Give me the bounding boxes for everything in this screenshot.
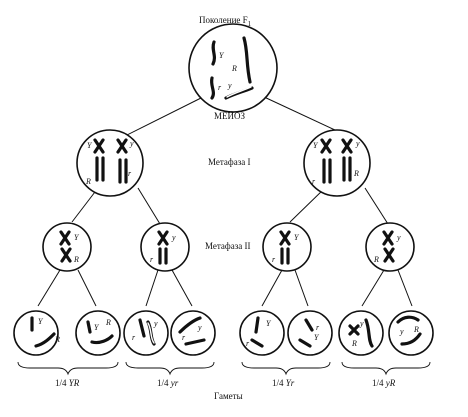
g6-label-r: r [316, 323, 320, 332]
generation-f1-label: Поколение F1 [199, 15, 252, 28]
g3-label-y: y [153, 319, 158, 328]
g2-label-R: R [105, 318, 111, 327]
gamete-group-3: 1/4 Yr [272, 378, 295, 388]
g1-label-R: R [54, 335, 60, 344]
f1-label-Y: Y [219, 51, 225, 60]
g8-label-y: y [399, 327, 404, 336]
f1-label-R: R [231, 64, 237, 73]
gamete-5: Y r [239, 310, 285, 356]
gametes-label: Гаметы [214, 391, 243, 401]
cell-f1: Y R r y [188, 23, 278, 113]
m2d-label-y: y [396, 233, 401, 242]
g7-label-y: y [359, 319, 364, 328]
gamete-2: Y R [75, 310, 121, 356]
g2-label-Y: Y [94, 323, 100, 332]
cell-metaphase1-left: Y y R r [76, 129, 144, 197]
m2a-label-Y: Y [74, 233, 80, 242]
m1l-label-R: R [85, 177, 91, 186]
cell-metaphase2-4: y R [365, 222, 415, 272]
cell-metaphase2-1: Y R [42, 222, 92, 272]
tree-edges [37, 95, 413, 307]
cell-metaphase2-3: Y r [262, 222, 312, 272]
g5-label-r: r [246, 339, 250, 348]
m2b-label-y: y [171, 233, 176, 242]
metaphase-1-label: Метафаза I [208, 157, 251, 167]
gamete-group-2: 1/4 yr [157, 378, 179, 388]
g1-label-Y: Y [38, 317, 44, 326]
meiosis-label: МЕЙОЗ [214, 111, 246, 121]
m1r-label-r: r [312, 177, 316, 186]
m1l-label-y: y [129, 139, 134, 148]
gamete-8: y R [388, 310, 434, 356]
f1-label-y: y [227, 81, 232, 90]
gamete-7: y R [338, 310, 384, 356]
m2c-label-r: r [272, 255, 276, 264]
m1l-label-r: r [128, 169, 132, 178]
m1r-label-Y: Y [313, 141, 319, 150]
m2c-label-Y: Y [294, 233, 300, 242]
gamete-6: Y r [287, 310, 333, 356]
g7-label-R: R [351, 339, 357, 348]
gamete-braces [17, 361, 431, 376]
cell-metaphase2-2: y r [140, 222, 190, 272]
gamete-4: y r [170, 310, 216, 356]
cell-metaphase1-right: Y y r R [303, 129, 371, 197]
m2d-label-R: R [373, 255, 379, 264]
gamete-group-1: 1/4 YR [55, 378, 80, 388]
gamete-1: Y R [13, 310, 60, 356]
metaphase-2-label: Метафаза II [205, 241, 251, 251]
gamete-group-4: 1/4 yR [372, 378, 396, 388]
m1r-label-R: R [353, 169, 359, 178]
m2a-label-R: R [73, 255, 79, 264]
g6-label-Y: Y [314, 333, 320, 342]
m2b-label-r: r [150, 255, 154, 264]
m1l-label-Y: Y [87, 141, 93, 150]
g3-label-r: r [132, 333, 136, 342]
g4-label-y: y [197, 323, 202, 332]
g4-label-r: r [182, 333, 186, 342]
gamete-3: y r [123, 310, 169, 356]
f1-label-r: r [218, 83, 222, 92]
m1r-label-y: y [355, 139, 360, 148]
g5-label-Y: Y [266, 319, 272, 328]
g8-label-R: R [413, 325, 419, 334]
